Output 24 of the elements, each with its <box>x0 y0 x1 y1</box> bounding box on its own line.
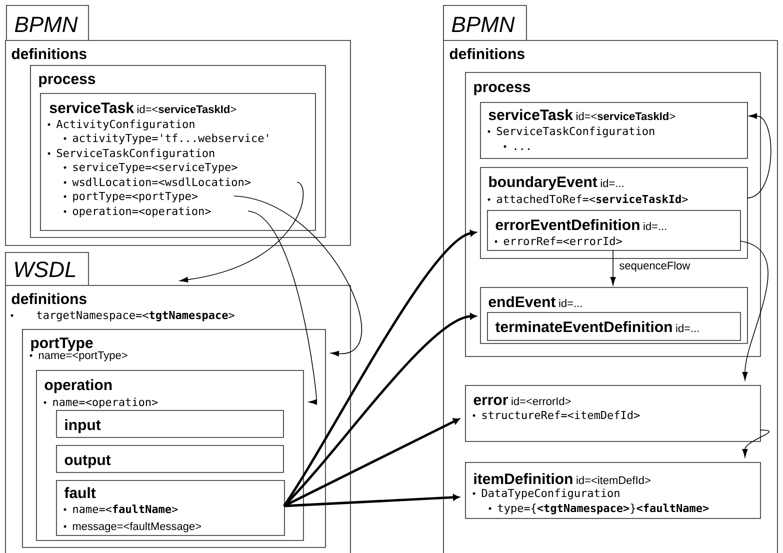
element-box: input <box>56 410 284 438</box>
element-box: output <box>56 445 284 473</box>
tab-label: WSDL <box>5 252 89 286</box>
reference-arrow <box>234 196 362 356</box>
mapping-arrow <box>284 494 460 508</box>
reference-arrow <box>180 182 304 282</box>
element-box: serviceTask id=<serviceTaskId> ActivityConfiguration activityType='tf...webservice' ServiceTaskConfiguration serviceType=<serviceType> wsdlLocation=<wsdlLocation> portType=<portType> operation=<operation> <box>40 93 316 231</box>
element-box: error id=<errorId> structureRef=<itemDefId> <box>465 385 761 442</box>
reference-arrow <box>742 430 770 458</box>
element-box: errorEventDefinition id=... errorRef=<errorId> <box>487 210 741 251</box>
reference-arrow <box>746 113 772 198</box>
mapping-arrow <box>283 230 476 507</box>
tab-label: BPMN <box>6 5 89 41</box>
element-box: terminateEventDefinition id=... <box>487 312 741 341</box>
edge-label: sequenceFlow <box>618 260 692 273</box>
reference-arrow <box>740 240 768 380</box>
reference-arrow <box>248 210 317 405</box>
element-box: serviceTask id=<serviceTaskId> ServiceTaskConfiguration ... <box>480 102 748 159</box>
tab-label: BPMN <box>443 5 527 41</box>
element-box: itemDefinition id=<itemDefId> DataTypeConfiguration type={<tgtNamespace>}<faultName> <box>465 462 761 519</box>
mapping-arrow <box>283 313 476 507</box>
element-box: fault name=<faultName> message=<faultMessage> <box>56 480 285 536</box>
mapping-arrow <box>283 418 460 508</box>
reference-arrow <box>610 250 616 286</box>
